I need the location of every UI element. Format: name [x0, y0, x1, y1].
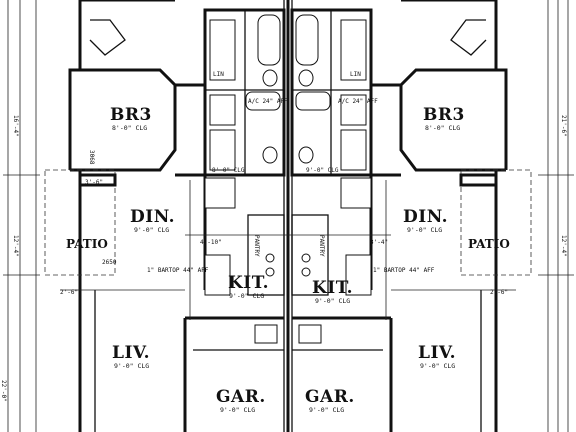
kit-left-label: KIT.	[228, 273, 269, 293]
dim-9: 3068	[88, 150, 95, 165]
lin-note-left: LIN	[213, 71, 224, 78]
br3-right-ceiling: 8'-0" CLG	[425, 124, 460, 132]
dim-6: 16'-4"	[12, 115, 19, 137]
bath-core-right	[290, 8, 373, 177]
annotation-notes: A/C 24" AFF A/C 24" AFF LIN LIN PANTRY P…	[147, 71, 435, 274]
dim-11: 12'-4"	[560, 235, 567, 257]
patio-right-label: PATIO	[468, 237, 510, 251]
left-dimension-lines	[3, 0, 40, 432]
dim-3: 4'-10"	[200, 239, 222, 246]
br3-right-label: BR3	[423, 105, 465, 125]
dim-4: 3'-4"	[370, 239, 388, 246]
lin-note-right: LIN	[350, 71, 361, 78]
liv-right-label: LIV.	[418, 343, 456, 363]
bath-core-left	[203, 8, 286, 177]
interior-dimension-lines	[60, 180, 516, 320]
ceiling-note-9: 9'-0" CLG	[306, 167, 339, 174]
right-dimension-lines	[538, 0, 574, 432]
br3-left-label: BR3	[110, 105, 152, 125]
dim-7: 22'-0"	[0, 380, 7, 402]
dim-2: 2'-6"	[60, 289, 78, 296]
kit-right-label: KIT.	[312, 278, 353, 298]
dining-patio-walls	[44, 169, 532, 290]
ceiling-note-8: 8'-0" CLG	[212, 167, 245, 174]
dim-8: 2'-6"	[490, 289, 508, 296]
pantry-note-left: PANTRY	[253, 235, 260, 257]
dim-12: 21'-6"	[560, 115, 567, 137]
pantry-note-right: PANTRY	[318, 235, 325, 257]
garage-walls	[183, 318, 393, 432]
kitchen-walls	[185, 214, 391, 344]
ac-note-left: A/C 24" AFF	[248, 98, 288, 105]
kit-right-ceiling: 9'-0" CLG	[315, 297, 350, 305]
liv-right-ceiling: 9'-0" CLG	[420, 362, 455, 370]
bartop-note-right: 1" BARTOP 44" AFF	[373, 267, 435, 274]
ac-note-right: A/C 24" AFF	[338, 98, 378, 105]
dim-5: 12'-4"	[12, 235, 19, 257]
gar-right-label: GAR.	[305, 387, 355, 407]
din-left-label: DIN.	[130, 207, 175, 227]
din-right-label: DIN.	[403, 207, 448, 227]
br3-left-ceiling: 8'-0" CLG	[112, 124, 147, 132]
patio-left-label: PATIO	[66, 237, 108, 251]
gar-left-ceiling: 9'-0" CLG	[220, 406, 255, 414]
din-left-ceiling: 9'-0" CLG	[134, 226, 169, 234]
din-right-ceiling: 9'-0" CLG	[407, 226, 442, 234]
kit-left-ceiling: 9'-0" CLG	[229, 292, 264, 300]
dimension-labels: 3'-6" 2'-6" 4'-10" 3'-4" 12'-4" 16'-4" 2…	[0, 115, 567, 402]
liv-left-ceiling: 9'-0" CLG	[114, 362, 149, 370]
gar-left-label: GAR.	[216, 387, 266, 407]
gar-right-ceiling: 9'-0" CLG	[309, 406, 344, 414]
room-labels: BR3 8'-0" CLG BR3 8'-0" CLG DIN. 9'-0" C…	[66, 105, 510, 414]
liv-left-label: LIV.	[112, 343, 150, 363]
bedroom-walls	[70, 0, 506, 172]
dim-1: 3'-6"	[85, 179, 103, 186]
dim-10: 2650	[102, 259, 117, 266]
bartop-note-left: 1" BARTOP 44" AFF	[147, 267, 209, 274]
